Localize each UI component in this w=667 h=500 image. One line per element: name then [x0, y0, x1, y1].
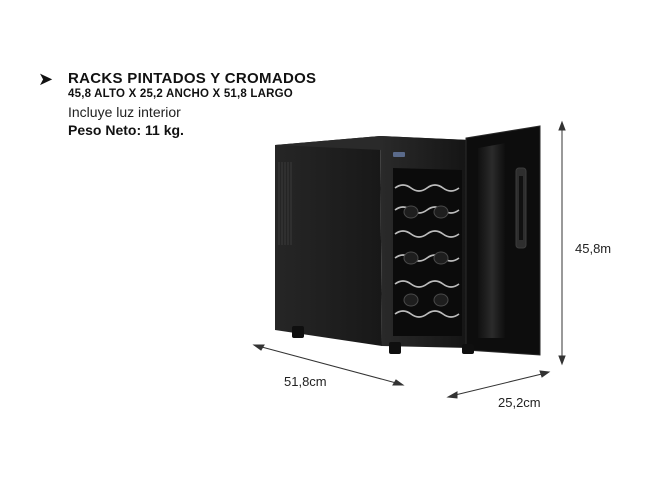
rack-3 — [394, 230, 460, 238]
cabinet-feet — [292, 326, 474, 354]
arrow-right-icon: ➤ — [38, 69, 54, 89]
height-arrow-end — [558, 355, 566, 366]
bottle — [433, 205, 449, 219]
bottle — [403, 251, 419, 265]
depth-arrow-end — [392, 379, 405, 386]
rack-1 — [394, 184, 460, 192]
vent-grille — [278, 162, 292, 245]
spec-net-weight: Peso Neto: 11 kg. — [68, 122, 184, 138]
depth-label: 51,8cm — [284, 374, 327, 389]
height-arrow-start — [558, 120, 566, 131]
spec-dimensions: 45,8 ALTO X 25,2 ANCHO X 51,8 LARGO — [68, 88, 293, 100]
width-arrow-start — [446, 391, 458, 399]
spec-title: RACKS PINTADOS Y CROMADOS — [68, 70, 317, 87]
control-badge — [393, 152, 405, 157]
width-line — [450, 372, 547, 397]
height-label: 45,8m — [575, 241, 612, 256]
wine-bottles — [403, 205, 449, 307]
bottle — [433, 251, 449, 265]
depth-line — [257, 345, 401, 385]
depth-arrow-start — [252, 344, 265, 351]
width-arrow-end — [539, 370, 551, 378]
bottle — [403, 293, 419, 307]
rack-5 — [394, 280, 460, 288]
spec-feature: Incluye luz interior — [68, 104, 181, 120]
rack-6 — [394, 310, 460, 318]
door-glass-pane — [478, 143, 506, 338]
door-handle-grip — [519, 176, 523, 240]
cabinet-side — [275, 136, 382, 346]
dimension-lines — [252, 120, 566, 399]
bottle — [403, 205, 419, 219]
width-label: 25,2cm — [498, 395, 541, 410]
bottle — [433, 293, 449, 307]
